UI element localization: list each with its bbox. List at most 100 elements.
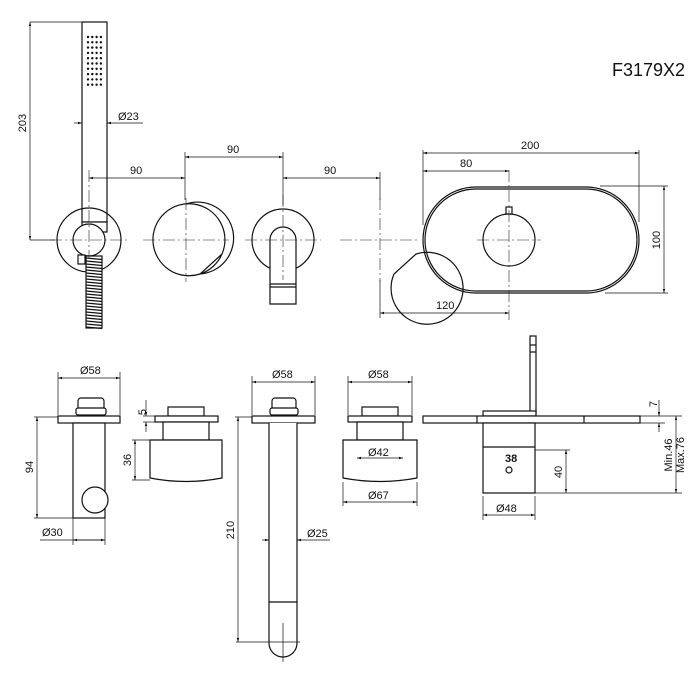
- dim-label-d25: Ø25: [307, 528, 328, 540]
- nozzle-dot: [95, 46, 98, 49]
- dim-label-90-2: 90: [227, 144, 239, 156]
- nozzle-dot: [91, 41, 94, 44]
- nozzle-dot: [86, 67, 90, 71]
- hose-ring: [85, 269, 103, 273]
- hose-ring: [85, 263, 103, 267]
- hose-ring: [85, 278, 103, 282]
- dim-203: 203: [17, 21, 82, 241]
- nozzle-dot: [86, 35, 90, 39]
- nozzle-dot: [99, 62, 103, 65]
- hose-ring: [85, 299, 103, 303]
- nozzle-dot: [99, 67, 103, 71]
- nozzle-dot: [95, 72, 98, 76]
- dim-label-d30: Ø30: [42, 527, 63, 539]
- hose-ring: [85, 305, 103, 309]
- dim-label-90-3: 90: [324, 165, 336, 177]
- nozzle-dot: [86, 62, 90, 65]
- dim-label-d23: Ø23: [118, 111, 139, 123]
- nozzle-dot: [91, 83, 94, 86]
- dim-d23: Ø23: [74, 111, 143, 125]
- product-code: F3179X2: [612, 60, 685, 80]
- nozzle-dot: [99, 46, 103, 49]
- hose-ring: [85, 326, 103, 330]
- holder-side-view: Ø58 94 Ø30: [24, 365, 121, 545]
- dim-label-max76: Max.76: [675, 437, 687, 473]
- dim-label-d58-3: Ø58: [368, 369, 389, 381]
- hose-ring: [85, 311, 103, 315]
- dim-label-d58-1: Ø58: [80, 365, 101, 377]
- hose-ring: [85, 296, 103, 300]
- nozzle-dot: [86, 46, 90, 49]
- hose-ring: [85, 320, 103, 324]
- nozzle-dot: [91, 46, 94, 49]
- hose-ring: [85, 323, 103, 327]
- dim-label-d48: Ø48: [496, 503, 517, 515]
- mixer-cartridge-side-view: Ø58 Ø42 Ø67: [342, 369, 418, 506]
- nozzle-dot: [95, 78, 98, 81]
- hose-ring: [85, 272, 103, 276]
- nozzle-dot: [99, 41, 103, 44]
- dim-label-40: 40: [553, 466, 565, 478]
- dim-label-200: 200: [521, 140, 539, 152]
- dim-label-90-1: 90: [130, 165, 142, 177]
- hose-ring: [85, 317, 103, 321]
- hose-ring: [85, 302, 103, 306]
- nozzle-dot: [91, 51, 94, 55]
- hose-ring: [85, 308, 103, 312]
- nozzle-dot: [91, 72, 94, 76]
- handshower-front-view: [50, 21, 128, 330]
- dim-label-100: 100: [651, 231, 663, 249]
- nozzle-dot: [99, 83, 103, 86]
- nozzle-dot: [86, 83, 90, 86]
- nozzle-dot: [99, 57, 103, 60]
- nozzle-dot: [95, 57, 98, 60]
- nozzle-dot: [91, 78, 94, 81]
- nozzle-dot: [91, 62, 94, 65]
- spout-side-view: Ø58 210 Ø25: [225, 369, 330, 662]
- nozzle-dot: [95, 62, 98, 65]
- dim-label-210: 210: [225, 521, 237, 539]
- hose-ring: [85, 275, 103, 279]
- hose-ring: [85, 260, 103, 264]
- dims-plate: 200 80 100 120: [379, 140, 668, 318]
- dim-label-7: 7: [648, 401, 660, 407]
- dim-label-36: 36: [122, 454, 134, 466]
- temperature-mark-icon: 38: [505, 453, 517, 465]
- thermostat-plate-front: [422, 170, 640, 320]
- nozzle-dot: [86, 72, 90, 76]
- nozzle-dot: [95, 35, 98, 39]
- dim-label-d42: Ø42: [368, 447, 389, 459]
- dim-label-80: 80: [460, 158, 472, 170]
- thermostat-side-view: 38 40 7 Min.46 Max.76 Ø48: [422, 335, 687, 520]
- dim-label-5: 5: [137, 409, 149, 415]
- dim-label-min46: Min.46: [663, 438, 675, 471]
- nozzle-dot: [91, 57, 94, 60]
- hose-ring: [85, 257, 103, 261]
- nozzle-dot: [95, 67, 98, 71]
- dim-label-94: 94: [24, 461, 36, 473]
- dim-label-203: 203: [17, 114, 29, 132]
- mixer-knob-front: [340, 198, 464, 325]
- nozzle-dot: [95, 41, 98, 44]
- nozzle-dot: [86, 41, 90, 44]
- nozzle-dot: [91, 67, 94, 71]
- dim-label-120: 120: [436, 300, 454, 312]
- nozzle-dot: [99, 72, 103, 76]
- hose-ring: [85, 284, 103, 288]
- dim-label-d58-2: Ø58: [272, 369, 293, 381]
- dim-label-d67: Ø67: [368, 490, 389, 502]
- nozzle-dot: [91, 35, 94, 39]
- hose-ring: [85, 314, 103, 318]
- hose-ring: [85, 287, 103, 291]
- nozzle-dot: [99, 51, 103, 55]
- spout-front: [245, 195, 321, 305]
- diverter-knob-front: [143, 198, 235, 282]
- hose-ring: [85, 290, 103, 294]
- nozzle-dot: [86, 57, 90, 60]
- nozzle-dot: [86, 51, 90, 55]
- dims-spacing: 90 90 90: [89, 144, 381, 205]
- diverter-cartridge-side-view: 5 36: [122, 400, 223, 483]
- hose-ring: [85, 266, 103, 270]
- nozzle-dot: [99, 78, 103, 81]
